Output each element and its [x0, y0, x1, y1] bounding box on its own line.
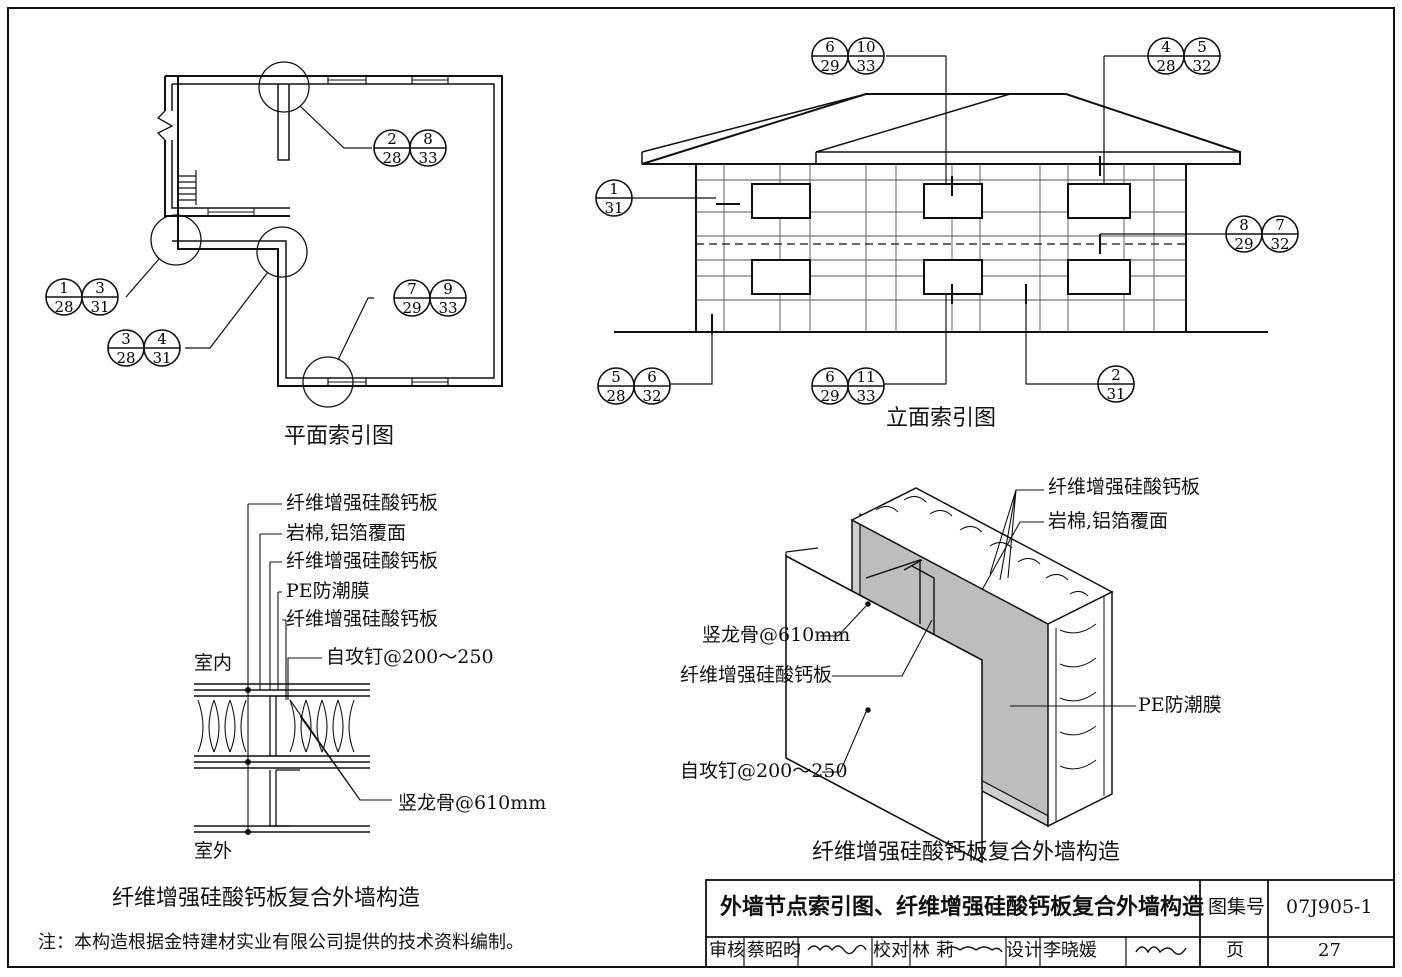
section-layer-label: 岩棉,铝箔覆面: [286, 522, 407, 544]
callout-detail-number: 7: [407, 280, 417, 298]
iso-screw-label: 自攻钉@200～250: [680, 760, 848, 782]
title-block-title: 外墙节点索引图、纤维增强硅酸钙板复合外墙构造: [720, 894, 1205, 920]
callout-detail-number: 8: [1239, 216, 1249, 234]
index-callout-circle: 328: [107, 329, 145, 367]
callout-detail-number: 11: [856, 368, 875, 386]
index-callout-circle: 829: [1225, 215, 1263, 253]
index-callout-circle: 228: [373, 129, 411, 167]
iso-board-front-label: 纤维增强硅酸钙板: [680, 664, 833, 686]
index-callout-circle: 933: [429, 279, 467, 317]
section-layer-label: 纤维增强硅酸钙板: [286, 492, 439, 514]
design-label: 设计: [1006, 940, 1042, 961]
section-stud-label: 竖龙骨@610mm: [398, 792, 547, 814]
callout-sheet-number: 28: [382, 149, 401, 167]
callout-detail-number: 7: [1275, 216, 1285, 234]
callout-detail-number: 9: [443, 280, 453, 298]
atlas-number: 07J905-1: [1286, 896, 1373, 918]
callout-sheet-number: 31: [1106, 385, 1125, 403]
callout-detail-number: 10: [856, 38, 875, 56]
callout-detail-number: 6: [825, 368, 835, 386]
callout-detail-number: 5: [611, 368, 621, 386]
callout-sheet-number: 28: [54, 298, 73, 316]
callout-sheet-number: 28: [606, 387, 625, 405]
section-interior-label: 室内: [194, 652, 233, 674]
callout-detail-number: 2: [387, 130, 397, 148]
elevation-drawing: [614, 55, 1268, 385]
section-layer-label: PE防潮膜: [286, 580, 370, 602]
index-callout-circle: 128: [45, 278, 83, 316]
callout-sheet-number: 29: [820, 57, 839, 75]
index-callout-circle: 431: [143, 329, 181, 367]
callout-sheet-number: 28: [1156, 57, 1175, 75]
iso-stud-label: 竖龙骨@610mm: [702, 624, 851, 646]
index-callout-circle: 532: [1183, 37, 1221, 75]
callout-sheet-number: 32: [642, 387, 661, 405]
atlas-label: 图集号: [1208, 896, 1266, 918]
index-callout-circle: 629: [811, 367, 849, 405]
callout-sheet-number: 31: [604, 199, 623, 217]
iso-title: 纤维增强硅酸钙板复合外墙构造: [812, 840, 1121, 865]
index-callout-circle: 428: [1147, 37, 1185, 75]
index-callout-circle: 331: [81, 278, 119, 316]
callout-sheet-number: 33: [856, 387, 875, 405]
plan-drawing: [125, 61, 503, 408]
callout-detail-number: 8: [423, 130, 433, 148]
index-callout-circle: 528: [597, 367, 635, 405]
callout-sheet-number: 31: [90, 298, 109, 316]
callout-detail-number: 5: [1197, 38, 1207, 56]
index-callout-circle: 231: [1097, 365, 1135, 403]
callout-detail-number: 2: [1111, 366, 1121, 384]
callout-sheet-number: 33: [418, 149, 437, 167]
callout-detail-number: 6: [825, 38, 835, 56]
callout-detail-number: 1: [609, 180, 619, 198]
iso-board-top-label: 纤维增强硅酸钙板: [1048, 476, 1201, 498]
callout-sheet-number: 32: [1192, 57, 1211, 75]
review-label: 审核: [709, 940, 745, 961]
section-screw-label: 自攻钉@200～250: [326, 646, 494, 668]
section-title: 纤维增强硅酸钙板复合外墙构造: [112, 886, 421, 911]
index-callout-circle: 632: [633, 367, 671, 405]
callout-sheet-number: 29: [820, 387, 839, 405]
page-label: 页: [1226, 940, 1244, 961]
index-callout-circle: 729: [393, 279, 431, 317]
callout-sheet-number: 31: [152, 349, 171, 367]
title-block: [705, 879, 1395, 968]
iso-pe-label: PE防潮膜: [1138, 694, 1222, 716]
wall-section-drawing: [194, 503, 392, 835]
checker-name: 林 莉: [912, 940, 954, 961]
index-callout-circle: 131: [595, 179, 633, 217]
reviewer-name: 蔡昭昀: [747, 940, 801, 961]
elevation-title: 立面索引图: [886, 406, 997, 431]
index-callout-circle: 833: [409, 129, 447, 167]
callout-sheet-number: 28: [116, 349, 135, 367]
isometric-drawing: [785, 487, 1136, 864]
footnote: 注：本构造根据金特建材实业有限公司提供的技术资料编制。: [38, 932, 524, 953]
section-exterior-label: 室外: [194, 840, 233, 862]
section-layer-label: 纤维增强硅酸钙板: [286, 550, 439, 572]
callout-detail-number: 3: [121, 330, 131, 348]
index-callout-circle: 732: [1261, 215, 1299, 253]
iso-rockwool-label: 岩棉,铝箔覆面: [1048, 510, 1169, 532]
index-callout-circle: 629: [811, 37, 849, 75]
callout-sheet-number: 29: [1234, 235, 1253, 253]
callout-sheet-number: 29: [402, 299, 421, 317]
callout-detail-number: 6: [647, 368, 657, 386]
plan-title: 平面索引图: [284, 424, 395, 449]
sheet-frame: [7, 7, 1395, 968]
check-label: 校对: [873, 940, 909, 961]
callout-detail-number: 1: [59, 279, 69, 297]
callout-sheet-number: 32: [1270, 235, 1289, 253]
callout-detail-number: 3: [95, 279, 105, 297]
designer-name: 李晓媛: [1043, 940, 1097, 961]
section-layer-label: 纤维增强硅酸钙板: [286, 608, 439, 630]
callout-detail-number: 4: [1161, 38, 1171, 56]
callout-sheet-number: 33: [856, 57, 875, 75]
page-number: 27: [1318, 940, 1341, 961]
callout-sheet-number: 33: [438, 299, 457, 317]
callout-detail-number: 4: [157, 330, 167, 348]
